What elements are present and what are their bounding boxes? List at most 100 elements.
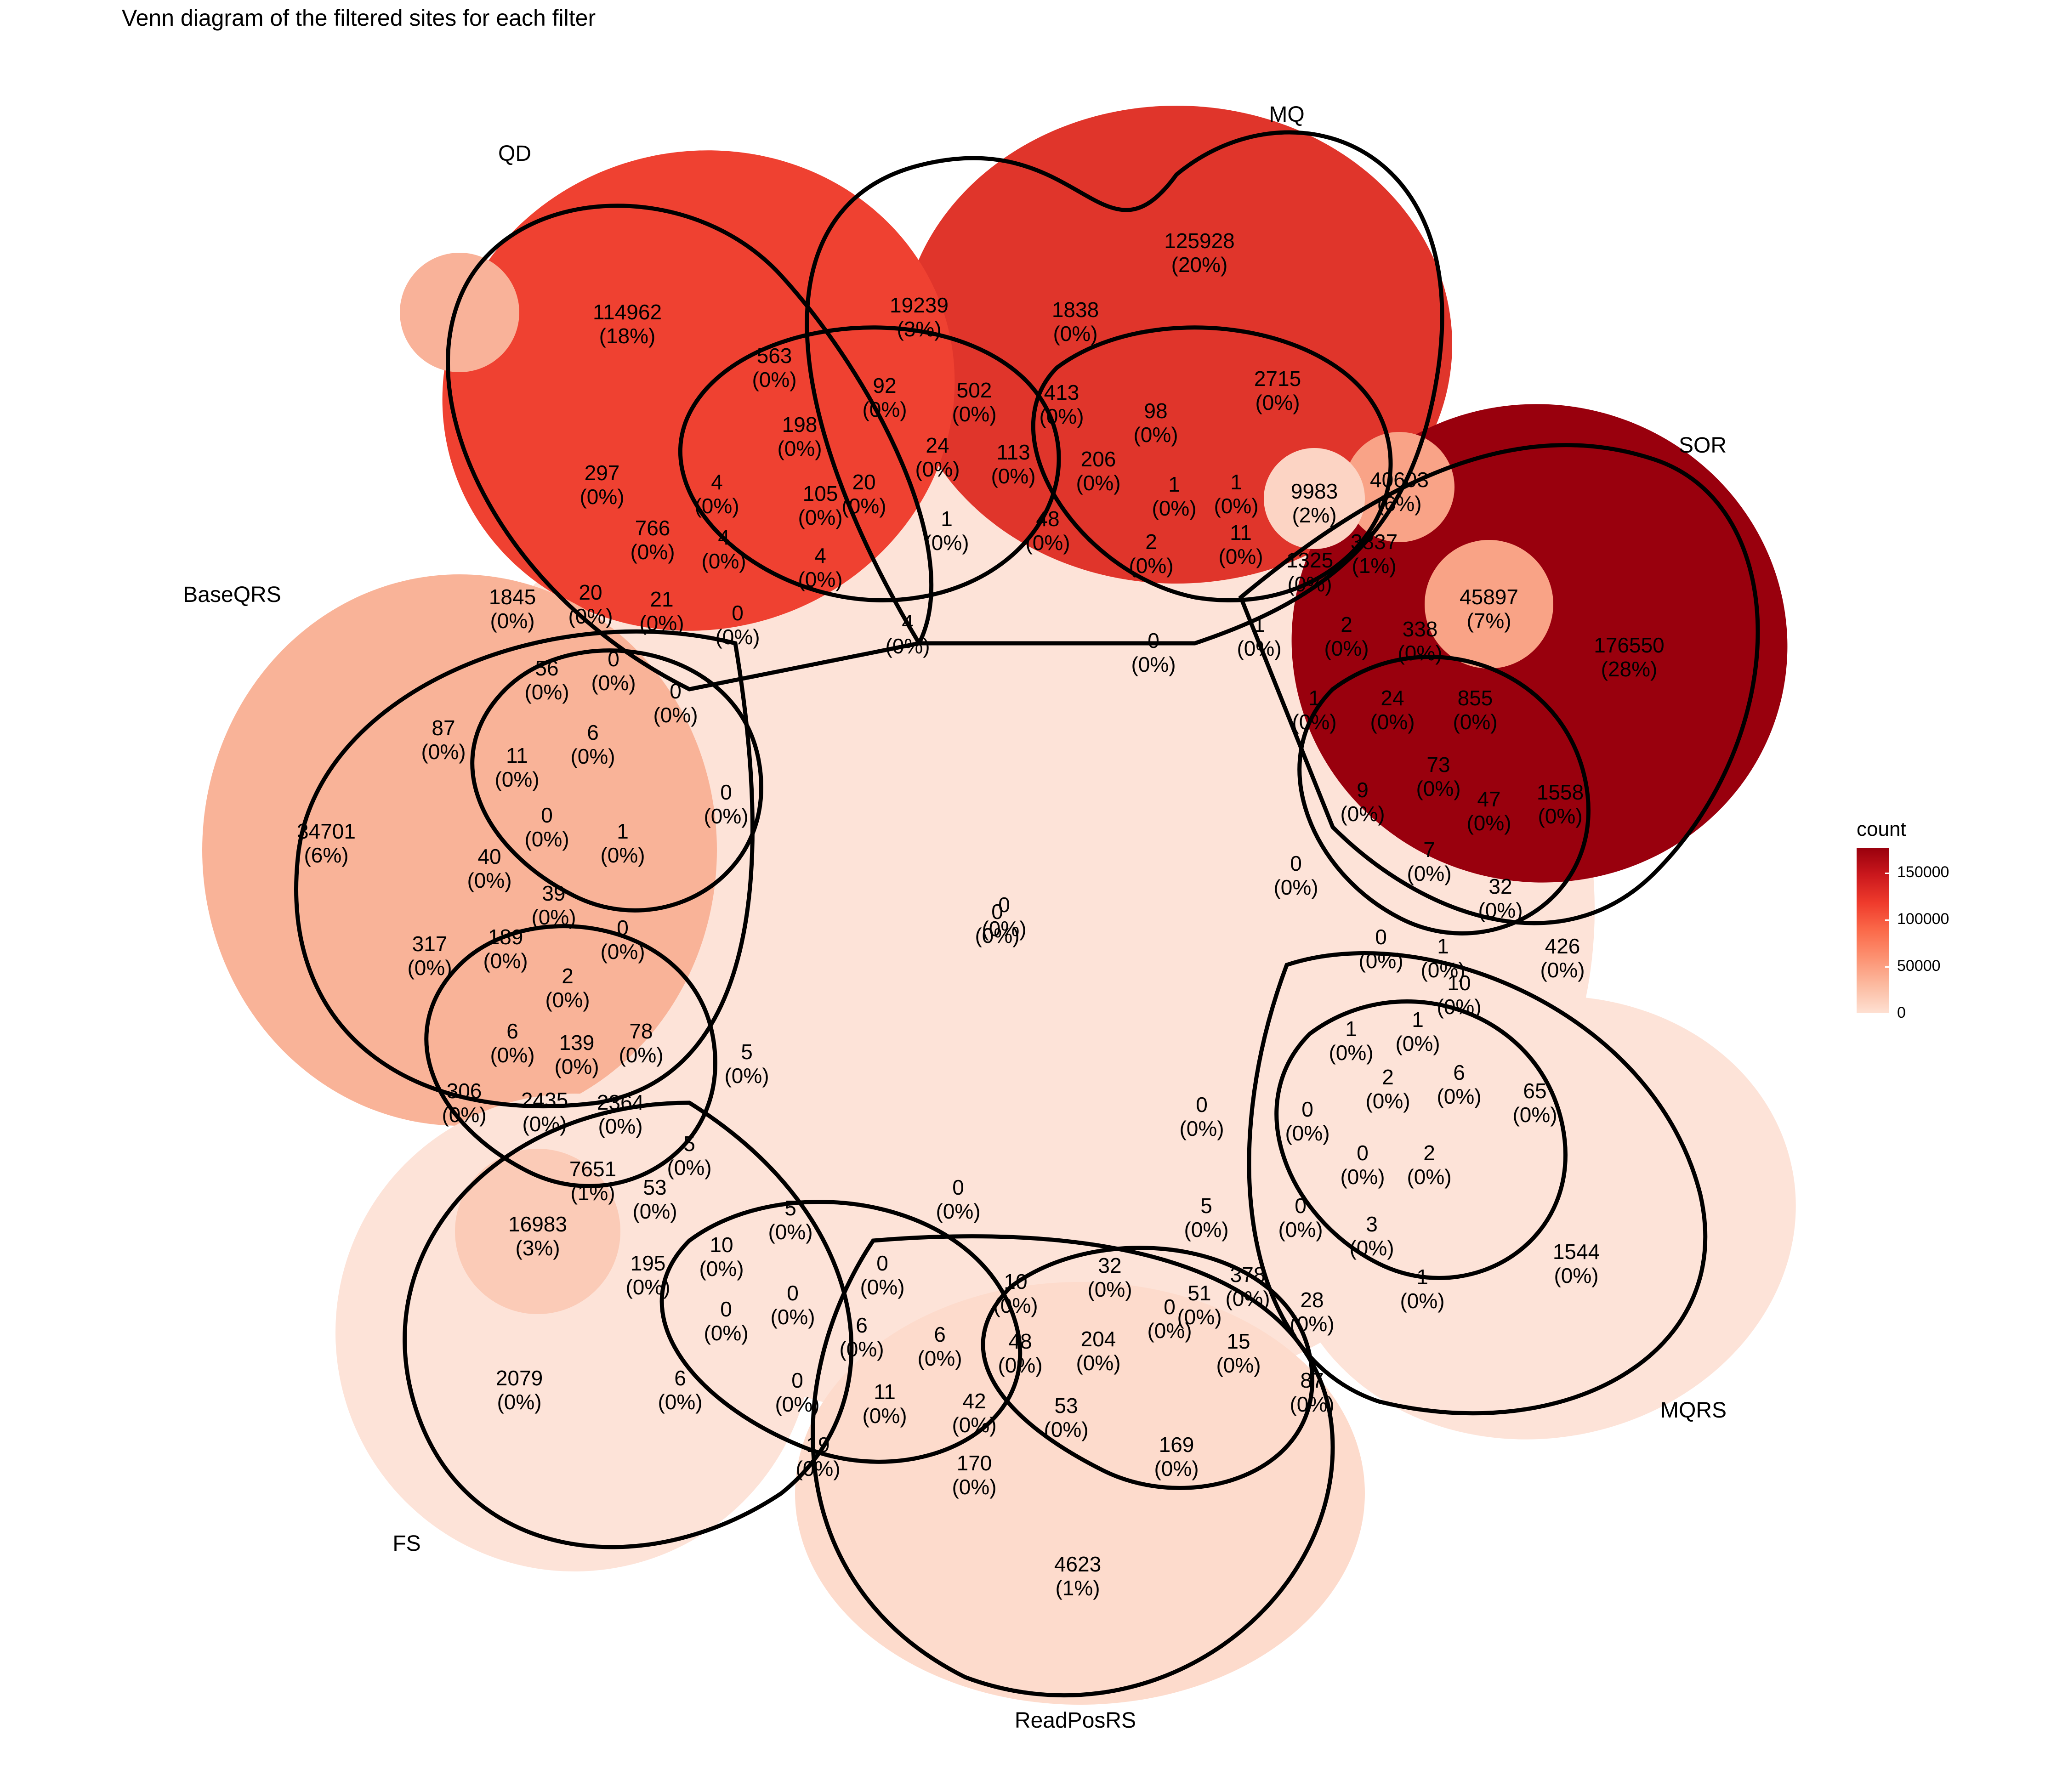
legend-tick-label: 0 bbox=[1897, 1004, 1906, 1021]
region-percent: (0%) bbox=[1152, 496, 1196, 520]
region-count: 4 bbox=[814, 544, 826, 567]
region-percent: (0%) bbox=[1184, 1218, 1228, 1242]
region-count-label: 10(0%) bbox=[1437, 971, 1481, 1019]
region-percent: (0%) bbox=[494, 767, 539, 791]
region-count-label: 0(0%) bbox=[1278, 1194, 1323, 1242]
region-count-label: 6(0%) bbox=[490, 1019, 534, 1067]
region-percent: (0%) bbox=[795, 1457, 840, 1480]
region-count: 32 bbox=[1098, 1253, 1121, 1277]
region-count: 11 bbox=[1230, 521, 1252, 544]
region-percent: (0%) bbox=[554, 1055, 599, 1078]
region-percent: (0%) bbox=[1133, 423, 1178, 447]
region-percent: (0%) bbox=[1053, 322, 1097, 346]
region-percent: (0%) bbox=[625, 1275, 670, 1299]
region-count-label: 2(0%) bbox=[1407, 1141, 1451, 1189]
region-percent: (0%) bbox=[1437, 1084, 1481, 1108]
region-count: 7651 bbox=[569, 1157, 616, 1181]
region-count: 113 bbox=[996, 440, 1030, 464]
region-percent: (0%) bbox=[1225, 1287, 1270, 1310]
region-count-label: 11(0%) bbox=[862, 1380, 907, 1428]
region-percent: (0%) bbox=[704, 1321, 748, 1345]
region-count-label: 47(0%) bbox=[1466, 787, 1511, 835]
region-count-label: 204(0%) bbox=[1076, 1327, 1120, 1375]
region-count: 1544 bbox=[1553, 1240, 1600, 1264]
region-percent: (7%) bbox=[1466, 609, 1511, 633]
region-percent: (0%) bbox=[1512, 1103, 1557, 1127]
region-count-label: 125928(20%) bbox=[1164, 229, 1235, 277]
region-count: 39 bbox=[542, 881, 565, 905]
region-percent: (0%) bbox=[1129, 554, 1173, 578]
region-count: 0 bbox=[998, 893, 1010, 917]
region-count-label: 5(0%) bbox=[724, 1040, 769, 1088]
set-qd-outline bbox=[805, 130, 1444, 646]
region-count-label: 2715(0%) bbox=[1254, 367, 1301, 414]
region-percent: (0%) bbox=[1358, 949, 1403, 973]
region-count-label: 53(0%) bbox=[1044, 1394, 1088, 1441]
region-count-label: 1(0%) bbox=[1237, 612, 1281, 660]
region-percent: (0%) bbox=[917, 1346, 962, 1370]
region-count-label: 73(0%) bbox=[1416, 753, 1460, 800]
region-percent: (0%) bbox=[1179, 1117, 1224, 1140]
region-count-label: 378(0%) bbox=[1225, 1263, 1270, 1310]
region-percent: (2%) bbox=[1292, 503, 1336, 527]
region-count-label: 1544(0%) bbox=[1553, 1240, 1600, 1287]
region-percent: (0%) bbox=[667, 1156, 711, 1180]
region-count: 40603 bbox=[1370, 468, 1429, 492]
region-count-label: 1325(0%) bbox=[1286, 548, 1333, 596]
region-count-label: 0(0%) bbox=[770, 1281, 815, 1329]
region-count: 9 bbox=[1357, 778, 1369, 802]
region-count: 1 bbox=[1416, 1265, 1428, 1289]
legend-colorbar bbox=[1857, 848, 1889, 1013]
region-count: 65 bbox=[1523, 1079, 1546, 1103]
region-percent: (0%) bbox=[653, 703, 698, 727]
region-count-label: 0(0%) bbox=[1358, 925, 1403, 973]
region-percent: (0%) bbox=[1329, 1041, 1373, 1065]
region-percent: (0%) bbox=[952, 1475, 996, 1499]
region-count: 24 bbox=[926, 433, 949, 457]
legend-tickmark bbox=[1885, 966, 1889, 968]
region-count-label: 0(0%) bbox=[1285, 1097, 1329, 1145]
region-count-label: 766(0%) bbox=[630, 516, 675, 564]
region-count-label: 105(0%) bbox=[798, 482, 842, 529]
region-count: 40 bbox=[477, 845, 501, 868]
region-count-label: 855(0%) bbox=[1453, 686, 1497, 734]
region-count: 1838 bbox=[1052, 298, 1099, 322]
region-percent: (0%) bbox=[724, 1064, 769, 1088]
legend-tick-label: 100000 bbox=[1897, 910, 1949, 928]
region-count-label: 1558(0%) bbox=[1537, 780, 1584, 828]
region-count-label: 206(0%) bbox=[1076, 447, 1120, 495]
region-percent: (0%) bbox=[407, 956, 452, 980]
region-count-label: 5(0%) bbox=[1184, 1194, 1228, 1242]
region-percent: (0%) bbox=[591, 671, 636, 695]
region-percent: (0%) bbox=[777, 437, 822, 460]
intersection-outline bbox=[470, 648, 763, 913]
region-percent: (0%) bbox=[752, 368, 796, 391]
region-count-label: 45897(7%) bbox=[1460, 585, 1518, 633]
region-count-label: 24(0%) bbox=[915, 433, 960, 481]
region-count: 51 bbox=[1187, 1281, 1211, 1305]
region-percent: (0%) bbox=[1466, 811, 1511, 835]
set-label-qd: QD bbox=[498, 142, 531, 166]
region-count: 317 bbox=[412, 932, 448, 956]
region-percent: (0%) bbox=[1285, 1121, 1329, 1145]
region-count: 0 bbox=[541, 803, 553, 827]
region-count: 426 bbox=[1545, 934, 1580, 958]
region-count: 2715 bbox=[1254, 367, 1301, 391]
region-count-label: 11(0%) bbox=[1218, 521, 1263, 568]
region-count: 0 bbox=[787, 1281, 799, 1305]
region-count: 0 bbox=[952, 1175, 964, 1199]
region-percent: (0%) bbox=[579, 485, 624, 509]
region-count: 21 bbox=[650, 587, 673, 611]
region-count: 0 bbox=[876, 1251, 888, 1275]
region-count: 6 bbox=[506, 1019, 518, 1043]
region-count-label: 0(0%) bbox=[1147, 1295, 1192, 1343]
region-count: 2 bbox=[1382, 1065, 1394, 1089]
region-percent: (0%) bbox=[1292, 710, 1336, 734]
region-percent: (0%) bbox=[1324, 636, 1369, 660]
region-percent: (0%) bbox=[1216, 1353, 1261, 1377]
region-percent: (0%) bbox=[524, 680, 569, 704]
region-count: 1 bbox=[941, 507, 953, 531]
set-mq-outline bbox=[446, 204, 934, 692]
region-percent: (0%) bbox=[1025, 531, 1070, 555]
region-count: 502 bbox=[957, 378, 992, 402]
